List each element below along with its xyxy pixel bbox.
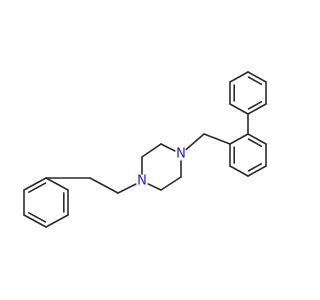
single-bond-b6-b1 — [229, 133, 249, 145]
single-bond-ch2-n1 — [185, 133, 205, 151]
double-bond-c5-c6 — [23, 177, 47, 191]
double-bond-c5-c6-inner — [28, 182, 47, 193]
single-bond-a4-a5 — [229, 103, 249, 115]
double-bond-a1-a2 — [247, 71, 267, 83]
single-bond-c6-c1 — [45, 177, 69, 191]
single-bond-c2-c3 — [45, 214, 69, 228]
single-bond-p5-p6 — [141, 143, 162, 158]
double-bond-c3-c4-inner — [27, 212, 47, 223]
single-bond-p2-p3 — [160, 176, 182, 191]
structure-drawing: N N — [23, 71, 267, 228]
single-bond-b4-b5 — [229, 165, 249, 177]
double-bond-b3-b4 — [247, 165, 267, 177]
bond-layer — [23, 71, 267, 228]
nitrogen-atom-label-1: N — [176, 147, 186, 162]
double-bond-c3-c4 — [23, 214, 47, 228]
double-bond-a1-a2-inner — [247, 76, 263, 86]
single-bond-p6-n1 — [160, 143, 176, 152]
single-bond-b6-ch2 — [203, 133, 231, 145]
double-bond-a3-a4-inner — [247, 100, 263, 110]
nitrogen-atom-label-2: N — [137, 174, 147, 189]
single-bond-n2-e1 — [117, 183, 137, 194]
single-bond-p3-n2 — [147, 183, 162, 191]
double-bond-b1-b2-inner — [247, 138, 263, 148]
single-bond-a6-a1 — [229, 71, 249, 83]
double-bond-b1-b2 — [247, 133, 267, 145]
double-bond-a3-a4 — [247, 103, 267, 115]
single-bond-e1-e2 — [89, 177, 119, 194]
atom-label-layer: N N — [137, 147, 186, 189]
molecule-canvas: N N — [23, 71, 267, 228]
double-bond-b3-b4-inner — [247, 162, 263, 172]
